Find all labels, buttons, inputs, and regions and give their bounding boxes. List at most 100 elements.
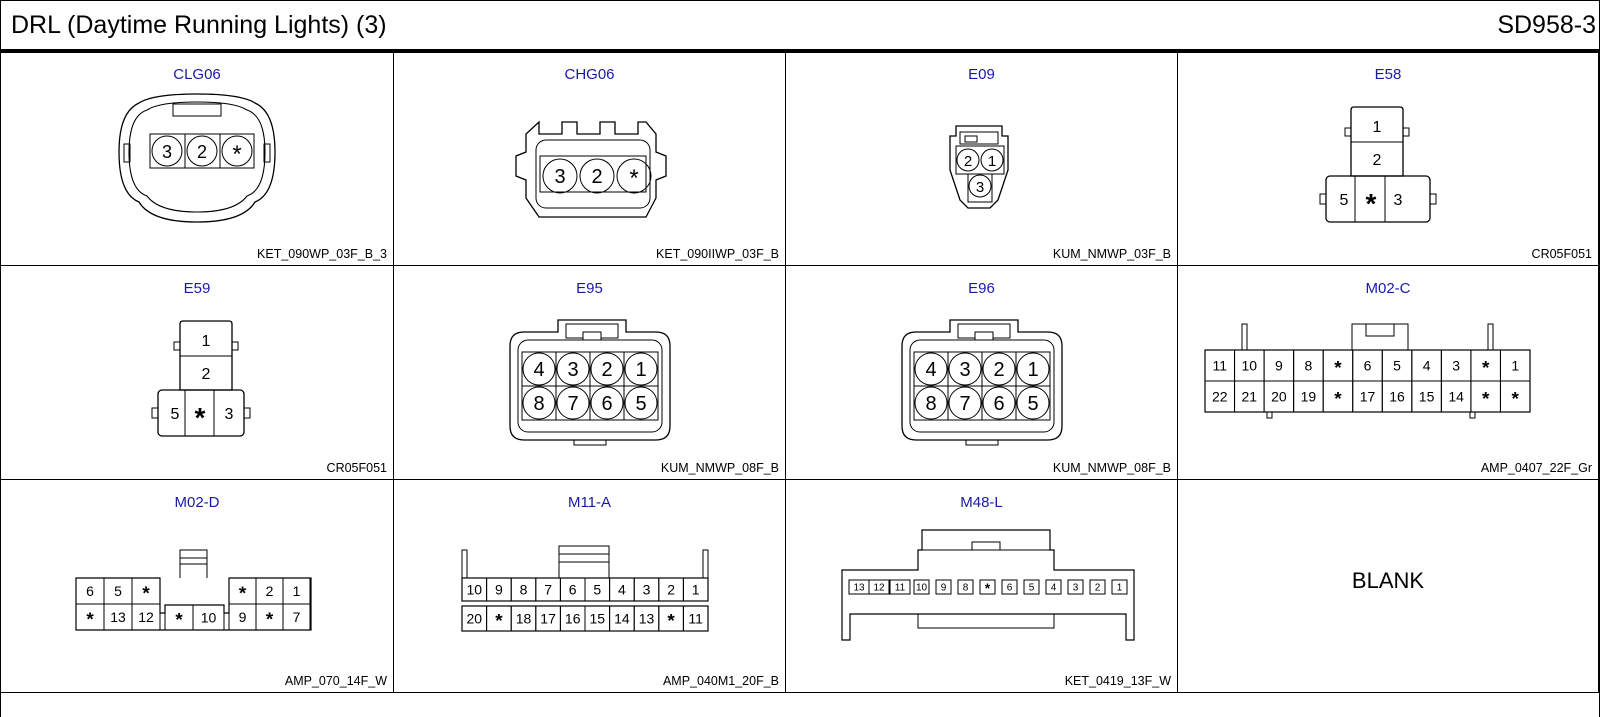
pin-label: 4 <box>618 582 626 598</box>
pin-label: 3 <box>1073 583 1079 594</box>
pin-label: 7 <box>293 609 301 625</box>
pin-label: 3 <box>567 359 578 381</box>
pin-label: 5 <box>114 583 122 599</box>
pin-label: 21 <box>1242 389 1258 405</box>
pin-label: 13 <box>639 611 655 627</box>
pin-label: 5 <box>635 393 646 415</box>
connector-cell-e09: E09 2 1 3 KUM_NMWP_03F_B <box>786 52 1178 266</box>
pin-cell <box>1499 380 1531 413</box>
pin-label: 3 <box>643 582 651 598</box>
pin-label: * <box>266 610 274 631</box>
pin-label: 2 <box>1373 152 1382 169</box>
pin-label: * <box>239 584 247 605</box>
pin-label: * <box>495 611 503 632</box>
pin-label: 1 <box>1373 119 1382 136</box>
pin-label: * <box>985 581 991 596</box>
pin-label: * <box>1334 358 1342 379</box>
pin-label: 1 <box>692 582 700 598</box>
pin-label: 10 <box>1242 358 1258 374</box>
connector-part-number: CR05F051 <box>326 461 387 475</box>
pin-label: 1 <box>635 359 646 381</box>
pin-label: 8 <box>533 393 544 415</box>
connector-name: E59 <box>183 280 211 297</box>
pin-label: 16 <box>1389 389 1405 405</box>
pin-label: 3 <box>976 179 984 196</box>
pin-label: 8 <box>520 582 528 598</box>
diagram-code: SD958-3 <box>1497 11 1596 39</box>
pin-label: 17 <box>540 611 556 627</box>
pin-label: 6 <box>86 583 94 599</box>
connector-grid: CLG06 3 2 * KET_090WP_03F_B_3 CHG06 3 2 … <box>0 52 1600 717</box>
connector-part-number: KUM_NMWP_03F_B <box>1052 247 1171 261</box>
connector-name: E09 <box>968 66 995 83</box>
pin-cell <box>1111 579 1128 595</box>
pin-label: 8 <box>925 393 936 415</box>
connector-e95-diagram: 4 3 2 1 8 7 6 5 <box>509 319 671 446</box>
pin-label: * <box>629 165 638 192</box>
connector-cell-e59: E59 1 2 5 * 3 CR05F051 <box>1 266 394 480</box>
pin-label: 5 <box>1027 393 1038 415</box>
pin-label: 13 <box>110 609 126 625</box>
pin-label: 2 <box>591 166 602 188</box>
pin-label: 2 <box>202 366 211 383</box>
pin-label: 4 <box>925 359 936 381</box>
connector-part-number: KUM_NMWP_08F_B <box>1052 461 1171 475</box>
pin-label: 6 <box>601 393 612 415</box>
pin-label: 2 <box>964 153 972 170</box>
connector-name: E58 <box>1374 66 1402 83</box>
pin-label: 18 <box>516 611 532 627</box>
pin-label: 15 <box>590 611 606 627</box>
pin-label: 6 <box>569 582 577 598</box>
pin-label: 6 <box>993 393 1004 415</box>
pin-label: 1 <box>1511 358 1519 374</box>
connector-part-number: KUM_NMWP_08F_B <box>660 461 779 475</box>
connector-name: E95 <box>576 280 603 297</box>
pin-label: 12 <box>873 583 885 594</box>
connector-name: M02-C <box>1365 280 1411 297</box>
pin-label: 20 <box>1271 389 1287 405</box>
pin-label: 10 <box>916 583 928 594</box>
pin-cell <box>889 579 911 595</box>
pin-label: 2 <box>667 582 675 598</box>
connector-part-number: CR05F051 <box>1531 247 1592 261</box>
pin-label: 16 <box>565 611 581 627</box>
pin-label: 1 <box>293 583 301 599</box>
pin-label: 2 <box>1095 583 1101 594</box>
pin-label: 5 <box>1393 358 1401 374</box>
pin-cell <box>1067 579 1084 595</box>
pin-label: * <box>1482 389 1490 410</box>
connector-e59-diagram: 1 2 5 * 3 <box>151 320 251 437</box>
connector-e58-diagram: 1 2 5 * 3 <box>1319 106 1437 223</box>
pin-label: * <box>195 402 206 433</box>
pin-label: * <box>1334 389 1342 410</box>
pin-label: 14 <box>1448 389 1464 405</box>
pin-cell <box>282 603 311 631</box>
connector-part-number: AMP_0407_22F_Gr <box>1480 461 1592 475</box>
connector-cell-chg06: CHG06 3 2 * KET_090IIWP_03F_B <box>394 52 786 266</box>
pin-cell <box>192 604 225 631</box>
connector-part-number: KET_090IIWP_03F_B <box>656 247 779 261</box>
pin-label: 3 <box>225 406 234 423</box>
pin-label: * <box>142 584 150 605</box>
pin-label: 9 <box>495 582 503 598</box>
connector-cell-e58: E58 1 2 5 * 3 CR05F051 <box>1178 52 1599 266</box>
connector-clg06-diagram: 3 2 * <box>118 93 276 223</box>
pin-cell <box>1045 579 1062 595</box>
pin-label: 5 <box>171 406 180 423</box>
page-title: DRL (Daytime Running Lights) (3) <box>11 11 387 39</box>
pin-label: 2 <box>993 359 1004 381</box>
pin-label: 3 <box>554 166 565 188</box>
pin-cell <box>979 579 996 595</box>
header-rule <box>0 49 1600 53</box>
pin-label: 8 <box>963 583 969 594</box>
pin-cell <box>935 579 952 595</box>
connector-name: M48-L <box>960 494 1003 511</box>
pin-cell <box>957 579 974 595</box>
blank-label: BLANK <box>1351 568 1425 593</box>
pin-label: 3 <box>162 142 172 162</box>
connector-cell-clg06: CLG06 3 2 * KET_090WP_03F_B_3 <box>1 52 394 266</box>
pin-label: 8 <box>1305 358 1313 374</box>
